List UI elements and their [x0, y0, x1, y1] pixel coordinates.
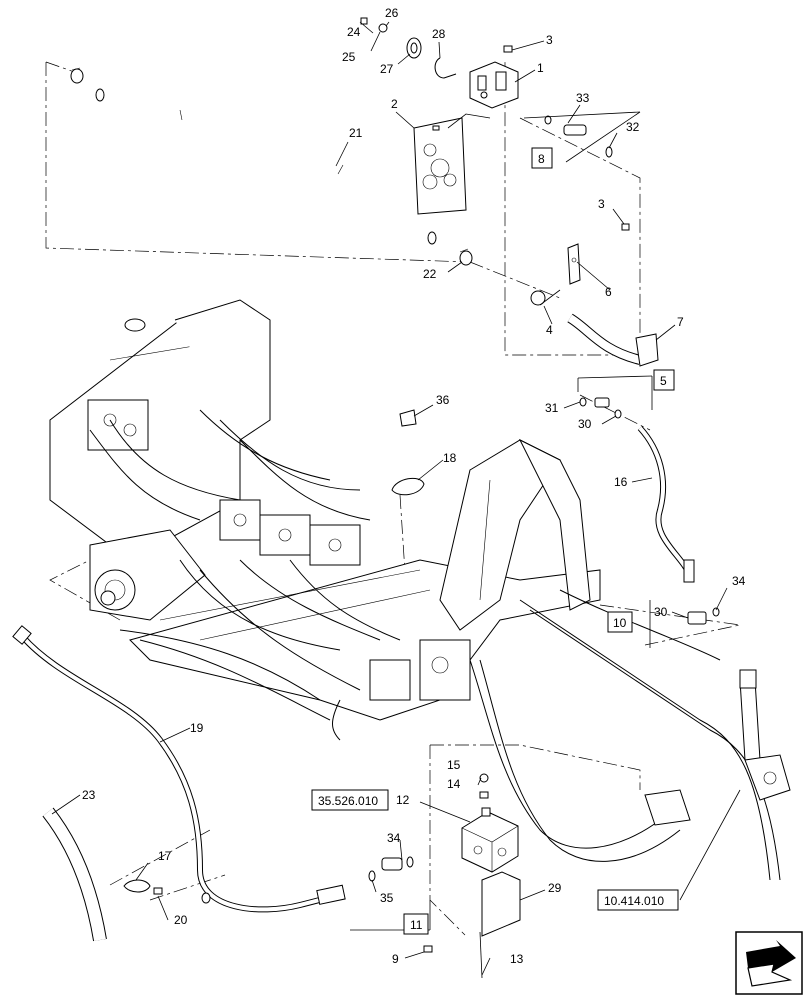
seal-kit-bag-2	[413, 113, 491, 215]
callout-8: 8	[538, 152, 545, 166]
navigation-arrow-icon[interactable]	[735, 931, 803, 995]
callout-3-upper: 3	[546, 33, 553, 47]
fitting-33	[544, 115, 587, 136]
pump-1	[469, 61, 519, 109]
callout-14: 14	[447, 777, 461, 791]
bolt-20	[153, 887, 211, 904]
hose-7	[567, 313, 659, 367]
callout-11: 11	[410, 918, 423, 932]
callout-34-right: 34	[732, 574, 746, 588]
callout-17: 17	[158, 849, 172, 863]
bracket-6	[567, 243, 581, 285]
bolt-24	[360, 17, 368, 25]
group-brackets	[350, 111, 653, 931]
callout-29: 29	[548, 881, 562, 895]
callout-30-upper: 30	[578, 417, 592, 431]
callout-31: 31	[545, 401, 559, 415]
bolt-3-upper	[503, 45, 513, 53]
callout-25: 25	[342, 50, 356, 64]
callout-30-right: 30	[654, 605, 668, 619]
callout-5: 5	[660, 374, 667, 388]
hose-23	[42, 807, 107, 942]
callout-26: 26	[385, 6, 399, 20]
fitting-35-34	[368, 856, 414, 882]
callout-3-lower: 3	[598, 197, 605, 211]
callout-21: 21	[349, 126, 363, 140]
callout-28: 28	[432, 27, 446, 41]
callout-7: 7	[677, 315, 684, 329]
callout-4: 4	[546, 323, 553, 337]
fitting-30-31	[579, 397, 622, 419]
callout-23: 23	[82, 788, 96, 802]
hose-21	[95, 88, 437, 245]
gear-27	[406, 37, 422, 59]
bracket-29	[481, 871, 521, 937]
washer-26	[378, 23, 388, 33]
valve-block-12	[461, 807, 519, 873]
clip-36	[399, 409, 417, 427]
callout-1: 1	[537, 61, 544, 75]
callout-10: 10	[613, 616, 627, 630]
callout-12: 12	[396, 793, 410, 807]
bolt-9	[423, 945, 433, 953]
callout-6: 6	[605, 285, 612, 299]
clip-17	[123, 879, 151, 893]
machine-frame-assembly	[49, 299, 791, 881]
callout-16: 16	[614, 475, 628, 489]
callout-22: 22	[423, 267, 437, 281]
callout-20: 20	[174, 913, 188, 927]
o-ring-18	[391, 477, 425, 496]
reference-35-526-010[interactable]: 35.526.010	[318, 794, 378, 808]
callout-13: 13	[510, 952, 524, 966]
fitting-30-right	[687, 607, 720, 625]
callout-24: 24	[347, 25, 361, 39]
clamp-4	[530, 290, 546, 306]
callout-19: 19	[190, 721, 204, 735]
clamp-22-upper	[70, 67, 84, 84]
callout-9: 9	[392, 952, 399, 966]
callout-36: 36	[436, 393, 450, 407]
callout-27: 27	[380, 62, 394, 76]
bolt-3-lower	[621, 223, 630, 231]
clamp-22-lower	[459, 248, 473, 266]
callout-35: 35	[380, 891, 394, 905]
hose-19	[12, 625, 346, 913]
ring-32	[605, 146, 613, 158]
reference-10-414-010[interactable]: 10.414.010	[604, 894, 664, 908]
callout-15: 15	[447, 758, 461, 772]
callout-32: 32	[626, 120, 640, 134]
bolt-15-14	[479, 773, 489, 799]
callout-33: 33	[576, 91, 590, 105]
o-ring-28	[434, 57, 457, 79]
callout-34-lower: 34	[387, 831, 401, 845]
boxed-callouts: 8 5 10 11	[403, 147, 675, 935]
leader-lines	[51, 21, 741, 976]
callouts: 1 2 3 3 4 6 7 9 12 13 14 15 16 17 18 19 …	[82, 6, 746, 966]
bolt-13	[479, 931, 483, 979]
callout-18: 18	[443, 451, 457, 465]
reference-boxes: 35.526.010 10.414.010	[311, 789, 679, 911]
hose-16	[637, 425, 695, 583]
callout-2: 2	[391, 97, 398, 111]
